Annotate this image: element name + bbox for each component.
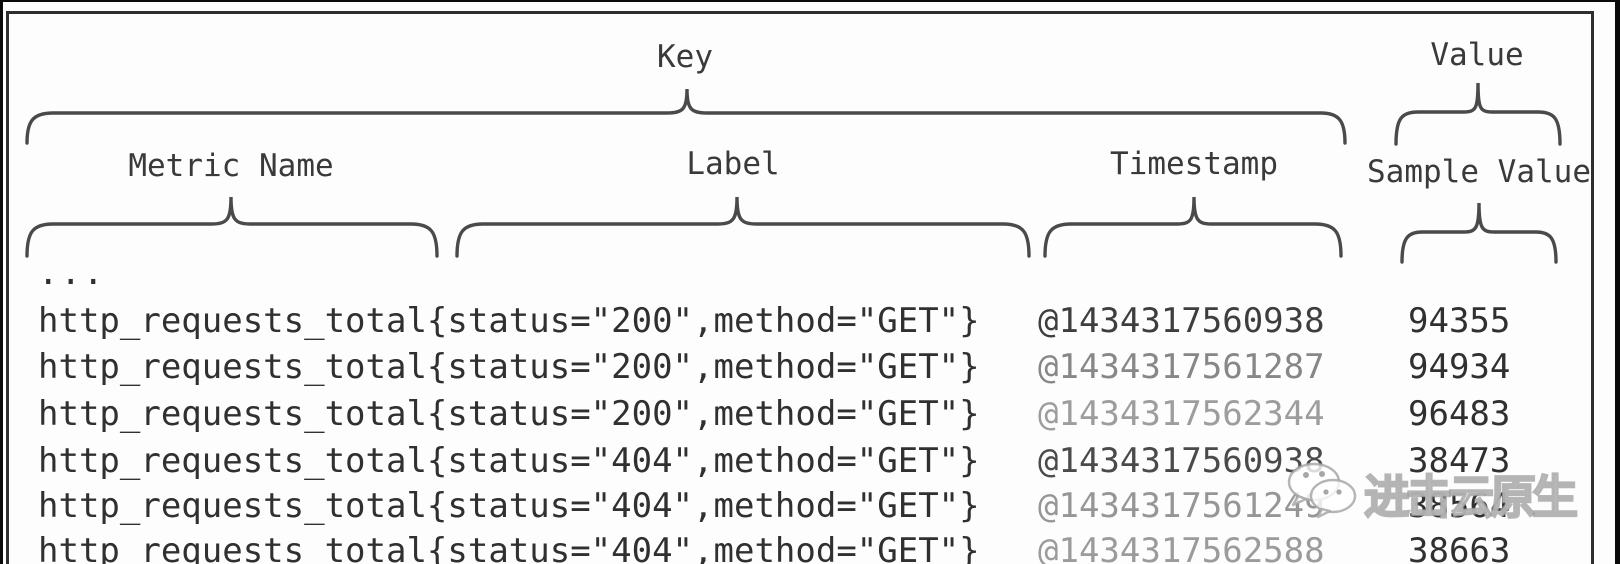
metric-key-cell: http_requests_total{status="404",method=… (38, 486, 980, 526)
metric-key-cell: http_requests_total{status="200",method=… (38, 301, 980, 341)
sample-row: http_requests_total{status="404",method=… (0, 486, 1620, 526)
timestamp-label: Timestamp (1110, 146, 1278, 182)
value-label: Value (1430, 37, 1524, 73)
watermark: 进击云原生 (1284, 460, 1579, 524)
timestamp-cell: @1434317560938 (1038, 301, 1325, 341)
screen-edge-top (0, 0, 1620, 2)
sample-value-cell: 96483 (1408, 394, 1511, 434)
sample-value-cell: 94355 (1408, 301, 1511, 341)
timestamp-cell: @1434317561249 (1038, 486, 1325, 526)
sample-row: http_requests_total{status="404",method=… (0, 441, 1620, 481)
sample-row: http_requests_total{status="404",method=… (0, 531, 1620, 564)
sample-value-label: Sample Value (1367, 154, 1591, 190)
timestamp-cell: @1434317561287 (1038, 347, 1325, 387)
metric-key-cell: http_requests_total{status="404",method=… (38, 441, 980, 481)
metric-key-cell: http_requests_total{status="404",method=… (38, 531, 980, 564)
metric-key-cell: http_requests_total{status="200",method=… (38, 347, 980, 387)
watermark-text: 进击云原生 (1363, 470, 1579, 524)
timestamp-brace (1043, 196, 1343, 258)
sample-row: http_requests_total{status="200",method=… (0, 347, 1620, 387)
metric-name-brace (25, 196, 439, 258)
sample-value-brace (1400, 202, 1558, 264)
screen-edge-right (1615, 0, 1620, 564)
sample-value-cell: 94934 (1408, 347, 1511, 387)
value-brace (1394, 82, 1562, 146)
metric-name-label: Metric Name (128, 148, 334, 184)
key-brace (25, 88, 1347, 145)
wechat-bubbles-icon (1287, 462, 1357, 519)
screen-edge-left (0, 0, 3, 564)
ellipsis-row: ... (38, 253, 106, 293)
label-label: Label (686, 146, 780, 182)
diagram-frame (6, 11, 1594, 564)
sample-row: http_requests_total{status="200",method=… (0, 394, 1620, 434)
metric-key-cell: http_requests_total{status="200",method=… (38, 394, 980, 434)
label-brace (455, 196, 1031, 258)
timestamp-cell: @1434317560938 (1038, 441, 1325, 481)
sample-value-cell: 38473 (1408, 441, 1511, 481)
timestamp-cell: @1434317562588 (1038, 531, 1325, 564)
sample-row: http_requests_total{status="200",method=… (0, 301, 1620, 341)
sample-value-cell: 38663 (1408, 531, 1511, 564)
key-label: Key (657, 39, 713, 75)
timestamp-cell: @1434317562344 (1038, 394, 1325, 434)
sample-value-cell: 38564 (1408, 486, 1511, 526)
